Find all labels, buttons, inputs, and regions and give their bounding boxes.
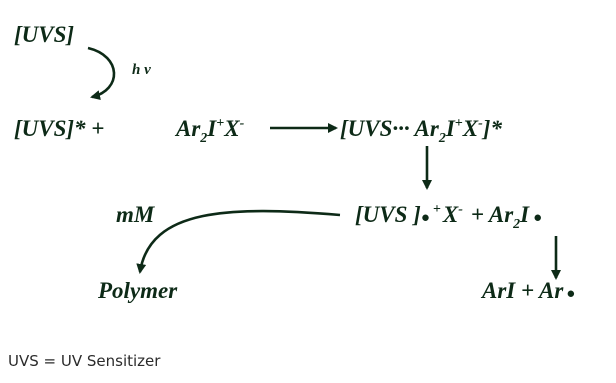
- uvs-excited-text: [UVS]* +: [14, 116, 104, 141]
- excitation-arrow: [87, 46, 116, 101]
- uvs-excited-label: [UVS]* +: [14, 116, 104, 141]
- final-products-label: ArI + Ar●: [480, 278, 575, 303]
- polymer-label: Polymer: [97, 278, 178, 303]
- exciplex-label: [UVS··· Ar2I+X-]*: [340, 116, 502, 146]
- radical-products-label: [UVS ]●+X-+ Ar2I●: [355, 202, 542, 232]
- hv-label: h ν: [132, 62, 151, 78]
- polymerization-arrow: [136, 209, 341, 274]
- iodonium-salt-label: Ar2I+X-: [174, 116, 245, 146]
- abbreviation-footnote: UVS = UV Sensitizer: [8, 352, 161, 370]
- reaction-scheme-diagram: [UVS] h ν [UVS]* + Ar2I+X- [UVS··· Ar2I+…: [14, 22, 575, 303]
- monomer-label: mM: [116, 202, 156, 227]
- uvs-label: [UVS]: [14, 22, 74, 47]
